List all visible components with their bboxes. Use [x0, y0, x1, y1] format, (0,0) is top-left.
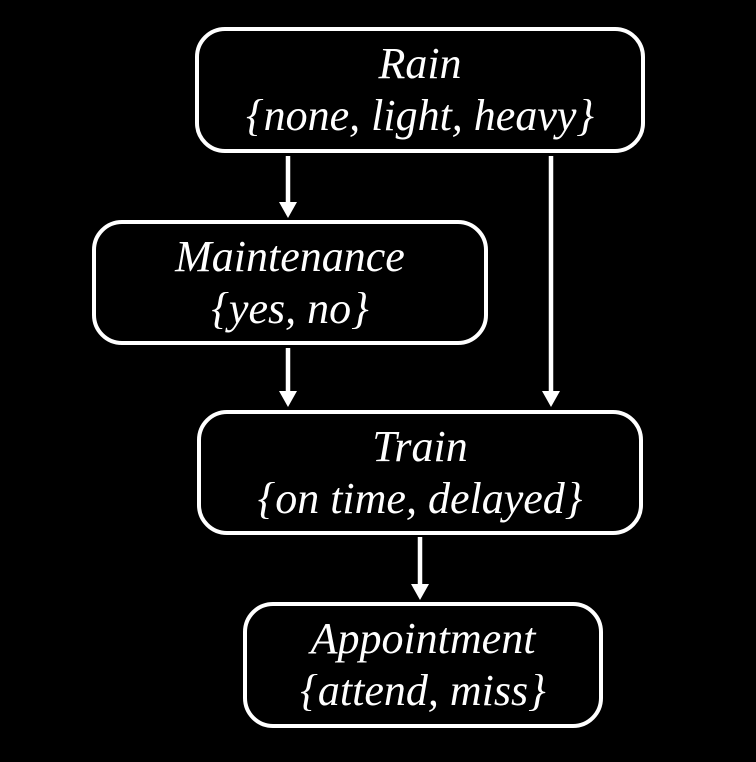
node-appointment: Appointment {attend, miss}	[243, 602, 603, 728]
edge-train-to-appointment	[411, 537, 429, 600]
node-appointment-values: {attend, miss}	[300, 666, 546, 715]
node-appointment-title: Appointment	[310, 614, 536, 663]
node-rain-values: {none, light, heavy}	[246, 91, 594, 140]
edge-rain-to-train	[542, 156, 560, 407]
node-maintenance-values: {yes, no}	[211, 283, 369, 333]
edge-maintenance-to-train	[279, 348, 297, 407]
node-maintenance: Maintenance {yes, no}	[92, 220, 488, 345]
node-rain-title: Rain	[378, 39, 462, 88]
edge-rain-to-maintenance	[279, 156, 297, 218]
node-rain: Rain {none, light, heavy}	[195, 27, 645, 153]
node-train: Train {on time, delayed}	[197, 410, 643, 535]
node-train-title: Train	[372, 421, 468, 471]
node-maintenance-title: Maintenance	[175, 231, 405, 281]
node-train-values: {on time, delayed}	[257, 473, 583, 523]
